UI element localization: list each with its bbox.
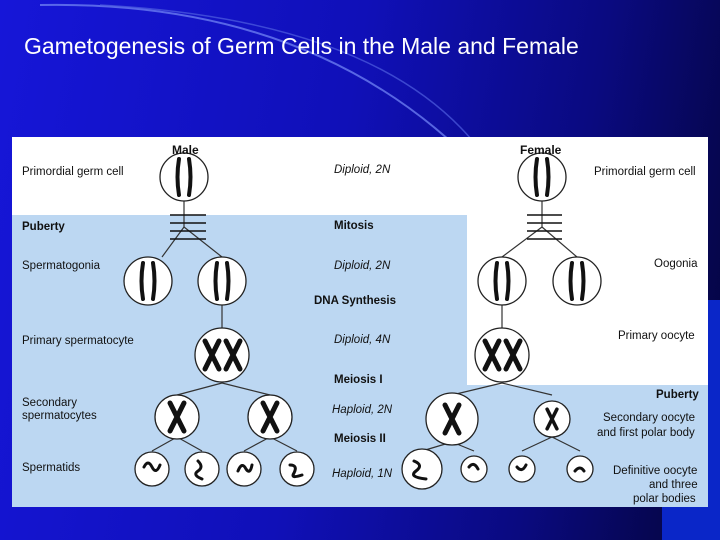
spermatid-cell [279,451,315,487]
label-puberty-male: Puberty [22,221,65,233]
label-secondary-oocyte-line2: and first polar body [597,427,695,439]
male-spermatogonium-cell [123,256,173,306]
slide-title: Gametogenesis of Germ Cells in the Male … [24,33,579,59]
label-definitive-oocyte-line1: Definitive oocyte [613,465,698,477]
male-lineage-lines [151,201,298,452]
gametogenesis-diagram [123,152,602,490]
female-header: Female [520,143,562,157]
label-puberty-female: Puberty [656,389,699,401]
oogonium-cell [477,256,527,306]
primary-oocyte-cell [474,327,530,383]
polar-body-cell [460,455,488,483]
definitive-oocyte-cell [401,448,443,490]
female-mitosis-arrows [527,214,562,240]
male-primordial-cell [159,152,209,202]
male-mitosis-arrows [170,214,206,240]
label-primary-spermatocyte: Primary spermatocyte [22,335,134,347]
spermatid-cell [184,451,220,487]
label-meiosis-2: Meiosis II [334,433,386,445]
label-secondary-oocyte-line1: Secondary oocyte [603,412,696,424]
female-primordial-cell [517,152,567,202]
label-meiosis-1: Meiosis I [334,374,383,386]
male-header: Male [172,143,199,157]
label-diploid-4n: Diploid, 4N [334,334,391,346]
diagram-panel: Male Female Primordial germ cell Puberty… [12,137,708,507]
label-definitive-oocyte-line3: polar bodies [633,493,696,505]
primary-spermatocyte-cell [194,327,250,383]
label-secondary-spermatocytes-line1: Secondary [22,397,77,409]
female-puberty-region [467,385,708,507]
male-spermatogonium-cell [197,256,247,306]
label-haploid-1n: Haploid, 1N [332,468,393,480]
label-secondary-spermatocytes-line2: spermatocytes [22,410,97,422]
label-spermatogonia: Spermatogonia [22,260,100,272]
label-mitosis: Mitosis [334,220,374,232]
label-diploid-2n: Diploid, 2N [334,164,391,176]
label-primary-oocyte: Primary oocyte [618,330,695,342]
spermatid-cell [226,451,262,487]
label-dna-synthesis: DNA Synthesis [314,295,397,307]
oogonium-cell [552,256,602,306]
label-primordial-germ-cell-female: Primordial germ cell [594,166,696,178]
label-primordial-germ-cell-male: Primordial germ cell [22,166,124,178]
label-diploid-2n-oogonia: Diploid, 2N [334,260,391,272]
label-definitive-oocyte-line2: and three [649,479,698,491]
label-haploid-2n: Haploid, 2N [332,404,393,416]
label-oogonia: Oogonia [654,258,698,270]
label-spermatids: Spermatids [22,462,81,474]
